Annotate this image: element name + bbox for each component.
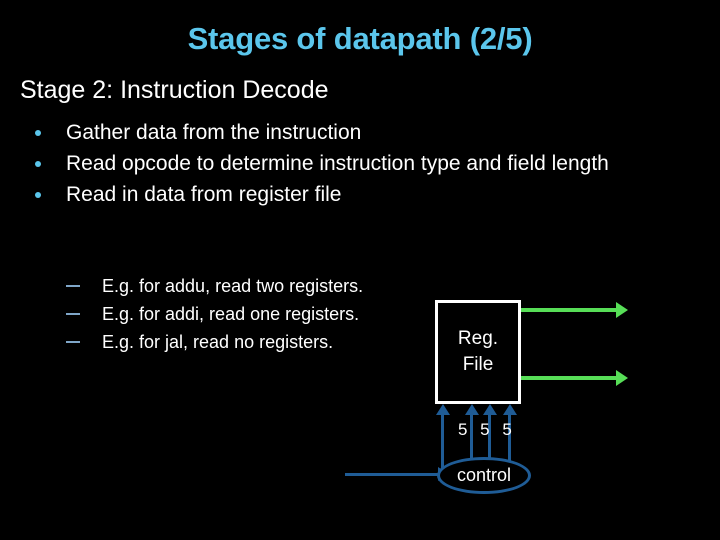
sub-bullet-item: E.g. for addu, read two registers. bbox=[20, 272, 440, 300]
slide-title: Stages of datapath (2/5) bbox=[187, 21, 533, 56]
reg-file-output-arrow-1-head bbox=[616, 302, 628, 318]
control-input-arrow-3-line bbox=[488, 414, 491, 462]
bullet-item: Read in data from register file bbox=[20, 181, 680, 209]
control-input-arrow-2-head bbox=[465, 404, 479, 415]
sub-bullet-text: E.g. for addu, read two registers. bbox=[102, 276, 364, 296]
sub-bullet-list: E.g. for addu, read two registers. E.g. … bbox=[20, 272, 440, 356]
dash-bullet-icon bbox=[66, 313, 80, 315]
slide-heading: Stage 2: Instruction Decode bbox=[20, 76, 329, 104]
bullet-item: Gather data from the instruction bbox=[20, 119, 680, 147]
bullet-text: Read in data from register file bbox=[66, 183, 342, 206]
sub-bullet-text: E.g. for jal, read no registers. bbox=[102, 332, 334, 352]
bullet-item: Read opcode to determine instruction typ… bbox=[20, 150, 680, 178]
reg-file-output-arrow-2-head bbox=[616, 370, 628, 386]
control-input-arrow-4-head bbox=[503, 404, 517, 415]
reg-file-block: Reg. File bbox=[435, 300, 521, 404]
bullet-text: Read opcode to determine instruction typ… bbox=[66, 152, 609, 175]
control-input-arrow-4-line bbox=[508, 414, 511, 464]
control-input-arrow-1-line bbox=[441, 414, 444, 472]
bullet-list: Gather data from the instruction Read op… bbox=[20, 119, 680, 212]
reg-file-output-arrow-2-line bbox=[521, 376, 617, 380]
control-incoming-arrow-line bbox=[345, 473, 442, 476]
reg-file-output-arrow-1-line bbox=[521, 308, 617, 312]
dash-bullet-icon bbox=[66, 341, 80, 343]
bullet-dot-icon bbox=[35, 130, 41, 136]
reg-file-label-line1: Reg. bbox=[457, 328, 499, 349]
sub-bullet-item: E.g. for addi, read one registers. bbox=[20, 300, 440, 328]
control-label: control bbox=[456, 465, 512, 485]
control-input-arrow-1-head bbox=[436, 404, 450, 415]
bit-width-labels: 5 5 5 bbox=[458, 420, 516, 439]
reg-file-label-line2: File bbox=[462, 354, 494, 375]
bullet-text: Gather data from the instruction bbox=[66, 121, 362, 144]
bullet-dot-icon bbox=[35, 192, 41, 198]
sub-bullet-text: E.g. for addi, read one registers. bbox=[102, 304, 360, 324]
bullet-dot-icon bbox=[35, 161, 41, 167]
control-block: control bbox=[437, 457, 531, 494]
control-input-arrow-3-head bbox=[483, 404, 497, 415]
sub-bullet-item: E.g. for jal, read no registers. bbox=[20, 328, 440, 356]
dash-bullet-icon bbox=[66, 285, 80, 287]
control-input-arrow-2-line bbox=[470, 414, 473, 464]
